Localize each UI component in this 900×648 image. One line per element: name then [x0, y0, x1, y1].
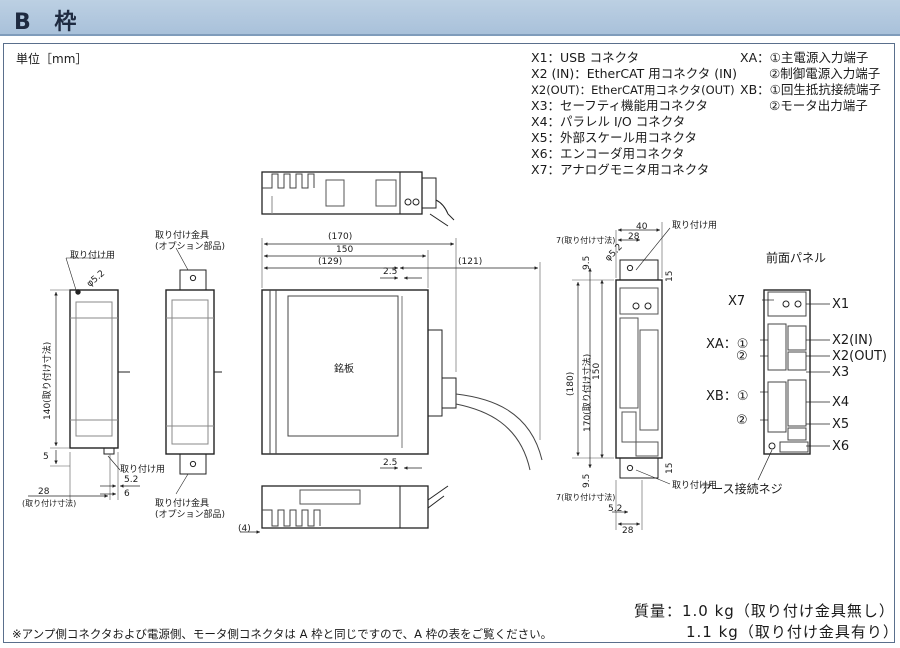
legend-x2out: X2(OUT)：EtherCAT用コネクタ(OUT) — [531, 83, 735, 97]
dim-6: 6 — [124, 489, 130, 499]
conn-x5: X5 — [832, 417, 850, 432]
bracket-view — [165, 247, 222, 495]
dim-28-top: 28 — [628, 232, 640, 242]
conn-x6: X6 — [832, 439, 850, 454]
dim-170: (170) — [328, 232, 353, 242]
legend-xa2: ②制御電源入力端子 — [769, 66, 881, 81]
dim-150: 150 — [336, 245, 354, 255]
label-earth-screw: アース接続ネジ — [700, 482, 783, 496]
dim-mount-pitch: (取り付け寸法) — [22, 499, 77, 508]
conn-x2-out: X2(OUT) — [832, 349, 888, 364]
mounting-view — [572, 222, 671, 530]
label-mount-hole-right-bottom: 取り付け用 — [672, 481, 718, 491]
dim-15-top: 15 — [665, 270, 675, 282]
conn-x4: X4 — [832, 395, 850, 410]
dim-2-5-bottom: 2.5 — [383, 458, 398, 468]
label-bracket-top: 取り付け金具 — [155, 231, 210, 241]
dim-150-vertical: 150 — [592, 362, 602, 380]
conn-x1: X1 — [832, 297, 850, 312]
left-side-view — [28, 257, 140, 500]
label-mount-hole-left: 取り付け用 — [70, 251, 116, 261]
legend-xb2: ②モータ出力端子 — [769, 98, 868, 113]
front-view — [261, 238, 543, 471]
dim-9-5-bottom: 9.5 — [582, 473, 592, 488]
conn-x3: X3 — [832, 365, 850, 380]
conn-x2-in: X2(IN) — [832, 333, 873, 348]
label-mount-hole-left-bottom: 取り付け用 — [120, 465, 166, 475]
legend-xa1: XA：①主電源入力端子 — [740, 50, 869, 65]
drawing-frame — [3, 43, 895, 643]
front-panel-view — [757, 289, 830, 481]
conn-xa: XA：① — [706, 337, 749, 352]
legend-x3: X3：セーフティ機能用コネクタ — [531, 98, 709, 113]
section-header: B 枠 — [0, 0, 900, 36]
conn-xb: XB：① — [706, 389, 749, 404]
dim-129: (129) — [318, 257, 343, 267]
unit-label: 単位［mm］ — [16, 52, 88, 66]
dim-2-5-top: 2.5 — [383, 267, 398, 277]
dim-140: 140(取り付け寸法) — [43, 341, 53, 420]
dim-40: 40 — [636, 222, 648, 232]
bottom-view — [240, 485, 449, 534]
mount-pitch-top: 7(取り付け寸法) — [556, 236, 616, 245]
dim-28-left: 28 — [38, 487, 50, 497]
legend-x1: X1：USB コネクタ — [531, 50, 640, 65]
label-bracket-bottom-option: (オプション部品) — [155, 510, 226, 520]
footnote: ※アンプ側コネクタおよび電源側、モータ側コネクタは A 枠と同じですので、A 枠… — [12, 627, 553, 641]
dim-5-2-left: 5.2 — [124, 475, 139, 485]
dim-15-bottom: 15 — [665, 462, 675, 474]
dim-5: 5 — [43, 452, 49, 462]
dim-180: (180) — [566, 371, 576, 396]
label-bracket-top-option: (オプション部品) — [155, 242, 226, 252]
label-front-panel: 前面パネル — [766, 251, 827, 265]
mass-with-bracket: 1.1 kg（取り付け金具有り） — [686, 623, 899, 641]
section-title: B 枠 — [14, 10, 85, 35]
legend-x4: X4：パラレル I/O コネクタ — [531, 114, 686, 129]
legend-x6: X6：エンコーダ用コネクタ — [531, 146, 685, 161]
mount-pitch-bottom: 7(取り付け寸法) — [556, 493, 616, 502]
top-view — [261, 171, 455, 227]
conn-xb-2: ② — [736, 413, 748, 428]
dim-28-bottom: 28 — [622, 526, 634, 536]
label-mount-hole-right-top: 取り付け用 — [672, 221, 718, 231]
conn-xa-2: ② — [736, 349, 748, 364]
legend-x7: X7：アナログモニタ用コネクタ — [531, 162, 710, 177]
dim-9-5-top: 9.5 — [582, 255, 592, 270]
dim-5-2-right: 5.2 — [608, 504, 623, 514]
mass-without-bracket: 質量：1.0 kg（取り付け金具無し） — [634, 602, 895, 620]
legend-xb1: XB：①回生抵抗接続端子 — [740, 82, 881, 97]
conn-x7: X7 — [728, 294, 746, 309]
label-nameplate: 銘板 — [334, 364, 354, 375]
legend-x2in: X2 (IN)：EtherCAT 用コネクタ (IN) — [531, 66, 738, 81]
dim-4: (4) — [238, 524, 251, 534]
label-bracket-bottom: 取り付け金具 — [155, 499, 210, 509]
legend-x5: X5：外部スケール用コネクタ — [531, 130, 698, 145]
dim-121: (121) — [458, 257, 483, 267]
